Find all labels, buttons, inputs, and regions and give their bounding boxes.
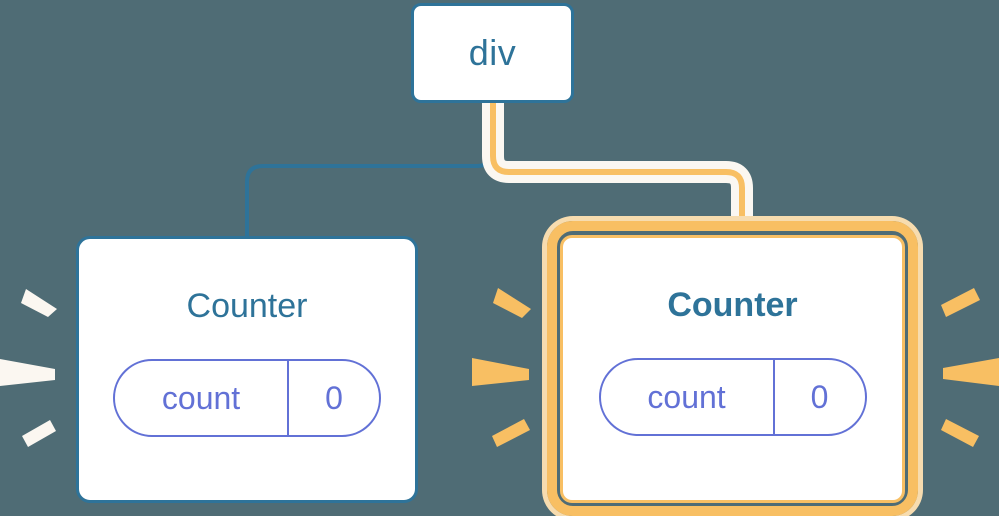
node-counter-left[interactable]: Counter count 0 — [76, 236, 418, 503]
ray-white-middle — [0, 359, 55, 386]
state-pill-left: count 0 — [113, 359, 381, 437]
ray-orange-upper-right — [941, 288, 980, 317]
ray-orange-lower-right — [941, 419, 979, 447]
state-pill-right: count 0 — [598, 358, 867, 436]
state-value-right: 0 — [772, 360, 865, 434]
node-div-label: div — [468, 32, 517, 73]
node-counter-left-label: Counter — [186, 287, 308, 325]
edge-div-to-counter-right — [490, 100, 745, 228]
state-key-right: count — [647, 379, 726, 415]
state-value-left: 0 — [287, 361, 379, 435]
ray-white-upper — [21, 289, 57, 317]
node-div[interactable]: div — [411, 3, 574, 103]
ray-orange-lower-mid — [492, 419, 530, 447]
ray-white-lower — [22, 420, 56, 447]
ray-orange-middle-right — [943, 358, 999, 386]
rays-left-counter-left — [0, 289, 57, 447]
state-key-left: count — [161, 380, 241, 416]
ray-orange-middle-mid — [472, 358, 529, 386]
node-counter-right-label: Counter — [667, 286, 798, 324]
ray-orange-upper-mid — [493, 288, 531, 318]
rays-between-counters — [472, 288, 531, 447]
rays-right-counter-right — [941, 288, 999, 447]
node-counter-right[interactable]: Counter count 0 — [560, 235, 905, 503]
